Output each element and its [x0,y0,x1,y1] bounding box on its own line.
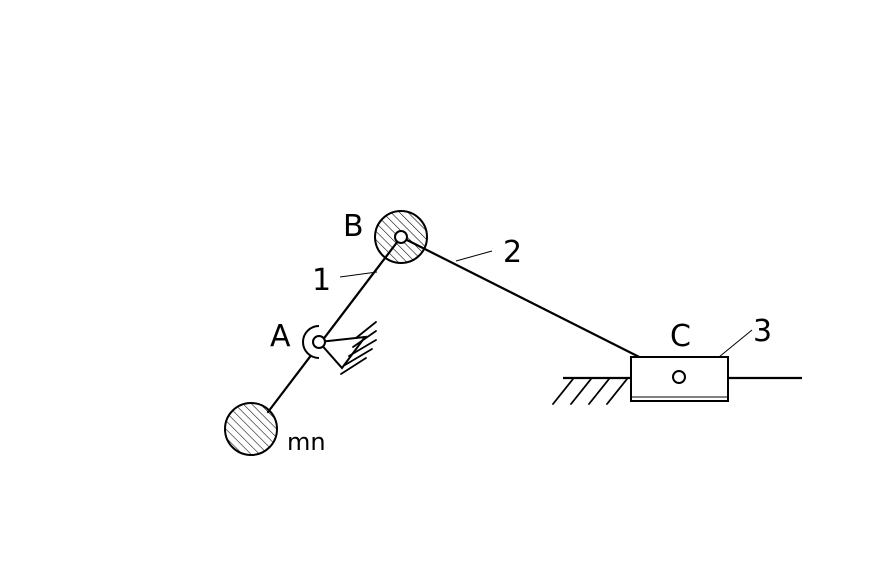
label-c: C [670,319,691,354]
fixed-pivot-a [302,321,377,375]
link-2 [399,235,681,379]
joint-c [672,370,686,384]
leader-link-2 [455,250,493,262]
label-2: 2 [503,235,522,270]
slider-3 [630,356,729,402]
leader-link-3 [718,329,753,358]
slider-ground [552,376,802,405]
link-1 [266,235,403,414]
label-b: B [343,209,364,244]
joint-b [394,230,408,244]
label-1: 1 [312,263,331,298]
leader-link-1 [339,271,378,278]
label-mass: mn [287,428,326,456]
label-3: 3 [753,314,772,349]
label-a: A [270,319,291,354]
mass-circle [224,402,278,456]
